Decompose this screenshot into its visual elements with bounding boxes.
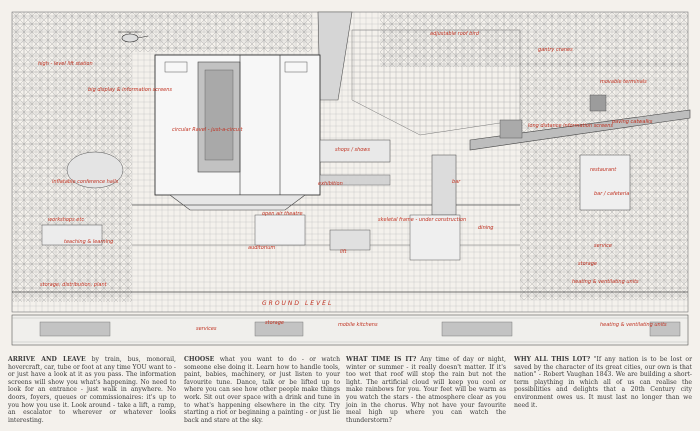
annotation: gantry cranes	[538, 47, 573, 53]
text-column-arrive: ARRIVE AND LEAVE by train, bus, monorail…	[8, 356, 176, 424]
column-heading: ARRIVE AND LEAVE	[8, 356, 86, 363]
annotation: inflatable conference halls	[52, 179, 119, 185]
column-body: "If any nation is to be lost or saved by…	[514, 356, 692, 409]
annotation: exhibition	[318, 181, 343, 187]
annotation: service	[594, 243, 612, 249]
annotation: storage, distribution, plant	[40, 282, 107, 288]
annotation: teaching & learning	[64, 239, 114, 245]
annotation: workshops etc	[48, 217, 85, 223]
strip-label: storage	[265, 320, 284, 326]
annotation: big display & information screens	[88, 87, 173, 93]
basement-strip	[11, 314, 689, 346]
ceiling-perspective	[351, 29, 521, 136]
shops-deck	[319, 139, 391, 163]
ground-level-label: GROUND LEVEL	[262, 300, 334, 307]
annotation: storage	[578, 261, 597, 267]
column-heading: CHOOSE	[184, 356, 215, 363]
column-body: Any time of day or night, winter or summ…	[346, 356, 506, 424]
annotation: auditorium	[248, 245, 276, 251]
annotation: heating & ventilating units	[572, 279, 639, 285]
text-column-time: WHAT TIME IS IT? Any time of day or nigh…	[346, 356, 506, 424]
annotation: restaurant	[590, 167, 617, 173]
annotation: movable terminals	[600, 79, 647, 85]
annotation: bar	[452, 179, 461, 185]
roof-truss-left	[12, 12, 312, 52]
annotation: high - level lift station	[38, 61, 93, 67]
column-body: what you want to do - or watch someone e…	[184, 356, 340, 424]
annotation: dining	[478, 225, 494, 231]
annotation: shops / shows	[335, 147, 371, 153]
column-heading: WHY ALL THIS LOT?	[514, 356, 591, 363]
annotation: circular Ravel - just-a-circuit	[172, 127, 243, 133]
inflatable-hall	[66, 151, 124, 189]
helicopter-icon	[118, 31, 149, 43]
catwalk	[469, 109, 691, 151]
text-column-why: WHY ALL THIS LOT? "If any nation is to b…	[514, 356, 692, 409]
restaurant-unit	[579, 154, 631, 211]
annotation: skeletal frame - under construction	[378, 217, 467, 223]
annotation: long distance information screens	[528, 123, 614, 129]
annotation: adjustable roof bird	[430, 31, 479, 37]
text-column-choose: CHOOSE what you want to do - or watch so…	[184, 356, 340, 424]
annotation: lift	[340, 249, 347, 255]
column-heading: WHAT TIME IS IT?	[346, 356, 417, 363]
annotation: open air theatre	[262, 211, 303, 217]
annotation: bar / cafeteria	[594, 191, 630, 197]
column-body: by train, bus, monorail, hovercraft, car…	[8, 356, 176, 424]
annotation: paving catwalks	[612, 119, 653, 125]
tower-unit	[431, 154, 457, 216]
strip-label: mobile kitchens	[338, 322, 378, 328]
strip-label: services	[196, 326, 217, 332]
strip-label: heating & ventilating units	[600, 322, 667, 328]
